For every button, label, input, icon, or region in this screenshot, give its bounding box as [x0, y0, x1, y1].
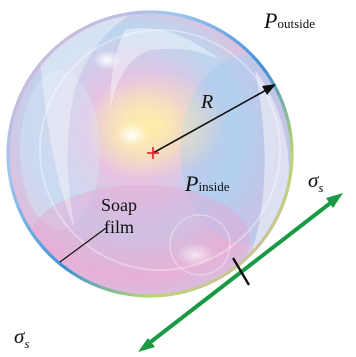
soap-film-label: Soap film	[101, 194, 137, 238]
soap-film-label-line1: Soap	[101, 194, 137, 216]
radius-label: R	[201, 92, 213, 112]
pressure-outside-label: Poutside	[264, 10, 315, 32]
surface-tension-label-upper: σs	[308, 170, 323, 191]
pressure-inside-label: Pinside	[185, 173, 230, 195]
surface-tension-label-lower: σs	[14, 326, 29, 347]
soap-film-label-line2: film	[101, 216, 137, 238]
